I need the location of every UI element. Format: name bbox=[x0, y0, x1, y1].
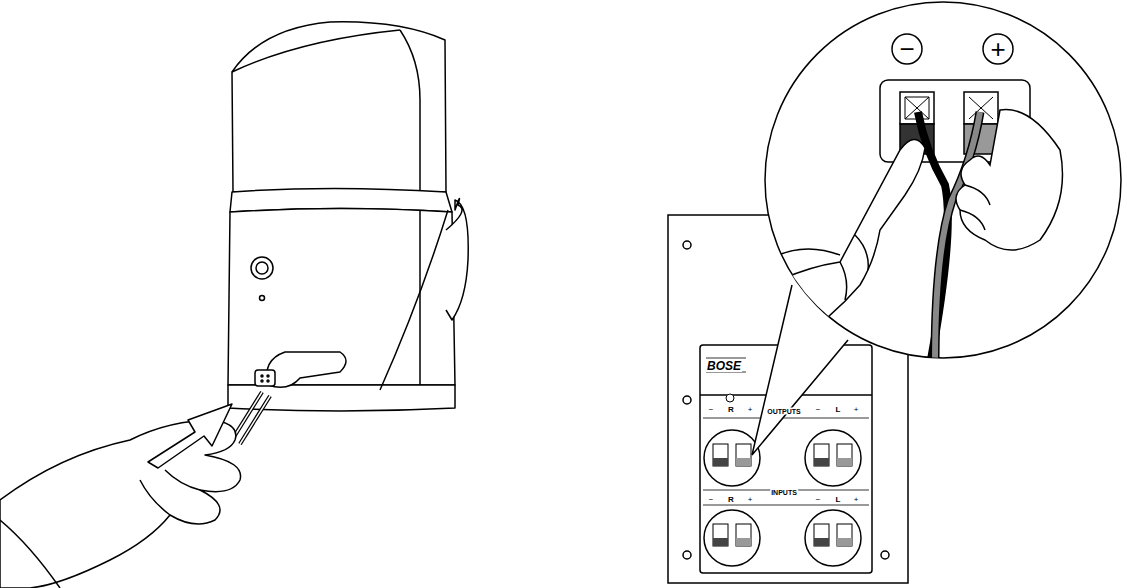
polarity-sign: − bbox=[708, 406, 715, 414]
polarity-sign: − bbox=[815, 496, 822, 504]
channel-label: L bbox=[835, 406, 842, 414]
polarity-sign: + bbox=[747, 406, 754, 414]
channel-label: L bbox=[835, 496, 842, 504]
brand-logo: BOSE bbox=[706, 360, 742, 372]
channel-label: R bbox=[727, 406, 735, 414]
polarity-sign: + bbox=[747, 496, 754, 504]
polarity-sign: − bbox=[898, 36, 915, 62]
polarity-sign: − bbox=[708, 496, 715, 504]
polarity-sign: + bbox=[853, 406, 860, 414]
section-label: INPUTS bbox=[770, 489, 798, 496]
polarity-sign: + bbox=[989, 36, 1006, 62]
polarity-sign: − bbox=[815, 406, 822, 414]
callout-magnifier bbox=[752, 2, 1121, 455]
section-label: OUTPUTS bbox=[766, 408, 801, 415]
speaker-figure bbox=[0, 22, 468, 588]
channel-label: R bbox=[727, 496, 735, 504]
polarity-sign: + bbox=[853, 496, 860, 504]
